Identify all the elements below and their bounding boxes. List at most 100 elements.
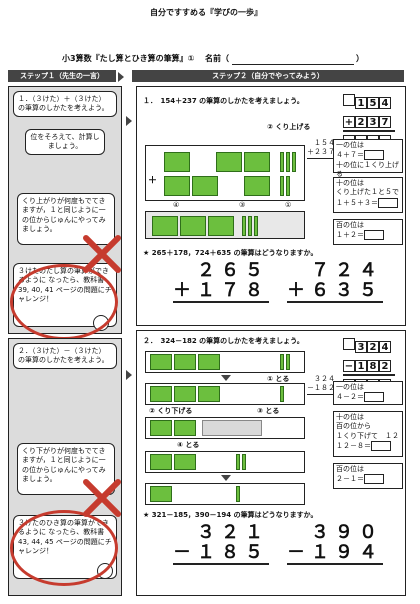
problem-321-185: ３２１ －１８５ xyxy=(173,523,269,565)
mini-calc-line: ＋２３７ xyxy=(307,148,335,159)
step-label: ② くり下げる xyxy=(149,407,193,415)
answer-box[interactable] xyxy=(378,197,398,208)
question-text: ２．（３けた）－（３けた）の筆算のしかたを考えよう。 xyxy=(18,347,109,365)
hundred-block xyxy=(192,176,218,196)
hundred-block xyxy=(174,454,196,470)
mini-calc: ３２４ －１８２ xyxy=(307,375,335,395)
note-title: 一の位は xyxy=(336,383,364,391)
note-title: 十の位は xyxy=(336,179,364,187)
red-x-icon xyxy=(83,479,121,517)
red-circle-icon xyxy=(10,264,118,340)
note-tens: 十の位は くり上げた１と５で １＋５＋３＝ xyxy=(333,177,403,213)
ten-block xyxy=(242,454,246,470)
ten-block xyxy=(254,216,258,236)
answer-box[interactable] xyxy=(364,230,384,241)
hundred-block xyxy=(164,176,190,196)
ten-block xyxy=(236,454,240,470)
note-hundreds: 百の位は ２－１＝ xyxy=(333,463,403,489)
hundred-block xyxy=(208,216,234,236)
step-label: ③ とる xyxy=(257,407,280,415)
step-label: ① xyxy=(285,201,292,209)
note-line: ４－２＝ xyxy=(336,393,364,402)
grid-cell: + xyxy=(343,116,355,128)
name-line[interactable] xyxy=(232,64,354,65)
carry-label: ② くり上げる xyxy=(267,123,311,133)
hundred-block xyxy=(150,386,172,402)
ten-block xyxy=(280,354,284,370)
step-label: ① とる xyxy=(267,375,290,383)
note-line: １＋２＝ xyxy=(336,231,364,240)
step1-tab: ステップ１（先生の一言） xyxy=(8,70,116,82)
note-line: １＋５＋３＝ xyxy=(336,198,378,207)
answer-box[interactable] xyxy=(364,474,384,485)
arrow-icon xyxy=(118,72,124,82)
note-title: 一の位は xyxy=(336,141,364,149)
problem-390-194: ３９０ －１９４ xyxy=(287,523,383,565)
step2-tab: ステップ２（自分でやってみよう） xyxy=(132,70,404,82)
hundred-block xyxy=(216,152,242,172)
grid-cell: 5 xyxy=(367,97,379,109)
ten-block xyxy=(292,152,296,172)
answer-box[interactable] xyxy=(371,441,391,452)
hundred-block xyxy=(244,152,270,172)
tip-bubble-2: くり上がりが何度もでてきますが，１と同じように一の位からじゅんにやってみましょう… xyxy=(17,193,115,245)
hundred-block xyxy=(198,354,220,370)
problem-line: ＋１７８ xyxy=(173,280,269,303)
grid-cell: 1 xyxy=(355,360,367,372)
step-label: ④ xyxy=(173,201,180,209)
blocks-row xyxy=(145,483,305,505)
hundred-block xyxy=(150,454,172,470)
unit-title: 小3算数『たし算とひき算の筆算』① xyxy=(62,54,195,63)
arrow-down-icon xyxy=(221,375,231,381)
grid-cell xyxy=(343,94,355,106)
result-blocks xyxy=(145,211,305,239)
mini-calc-line: ３２４ xyxy=(314,375,335,383)
hundred-block xyxy=(174,386,196,402)
ten-block xyxy=(242,216,246,236)
note-hundreds: 百の位は １＋２＝ xyxy=(333,219,403,245)
step-label: ④ とる xyxy=(177,441,200,449)
answer-box[interactable] xyxy=(364,150,384,161)
grid-cell: 2 xyxy=(355,116,367,128)
ten-block xyxy=(280,176,284,196)
problem-724-635: ７２４ ＋６３５ xyxy=(287,261,383,303)
hundred-block xyxy=(244,176,270,196)
grid-cell: 3 xyxy=(355,341,367,353)
ten-block xyxy=(286,152,290,172)
ten-block xyxy=(280,152,284,172)
hundred-block xyxy=(150,420,172,436)
problem-1-question: １． 154＋237 の筆算のしかたを考えましょう。 xyxy=(143,97,304,105)
note-ones: 一の位は ４－２＝ xyxy=(333,381,403,405)
hundred-block xyxy=(198,386,220,402)
answer-box[interactable] xyxy=(364,392,384,403)
name-label: 名前（ xyxy=(205,54,229,63)
tip-text: 位をそろえて、計算しましょう。 xyxy=(30,133,100,151)
problem-2-question: ２． 324－182 の筆算のしかたを考えましょう。 xyxy=(143,337,304,345)
grid-cell: 2 xyxy=(367,341,379,353)
grid-cell: 3 xyxy=(367,116,379,128)
ten-bundle xyxy=(202,420,262,436)
plus-sign: ＋ xyxy=(148,176,158,186)
problem-line: ７２４ xyxy=(311,260,383,281)
arrow-down-icon xyxy=(221,475,231,481)
problem-line: －１８５ xyxy=(173,542,269,565)
blocks-row xyxy=(145,417,305,439)
problem-line: ３９０ xyxy=(311,522,383,543)
blocks-row xyxy=(145,383,305,405)
grid-cell: 1 xyxy=(355,97,367,109)
ten-block xyxy=(280,386,284,402)
problem-line: ＋６３５ xyxy=(287,280,383,303)
hundred-block xyxy=(174,420,196,436)
blocks-area: ＋ xyxy=(145,145,305,201)
problem-265-178: ２６５ ＋１７８ xyxy=(173,261,269,303)
hundred-block xyxy=(164,152,190,172)
tip-bubble-3: くり下がりが何度もでてきますが，１と同じように一の位からじゅんにやってみましょう… xyxy=(17,443,115,495)
question-addition: １．（３けた）＋（３けた）の筆算のしかたを考えよう。 xyxy=(13,91,117,117)
page-title: 自分ですすめる『学びの一歩』 xyxy=(150,8,262,17)
extra-question: ★ 321－185，390－194 の筆算はどうなりますか。 xyxy=(143,511,318,519)
blocks-row xyxy=(145,451,305,473)
note-title: 十の位は xyxy=(336,413,364,421)
grid-cell: − xyxy=(343,360,355,372)
note-line: １２－８＝ xyxy=(336,442,371,451)
